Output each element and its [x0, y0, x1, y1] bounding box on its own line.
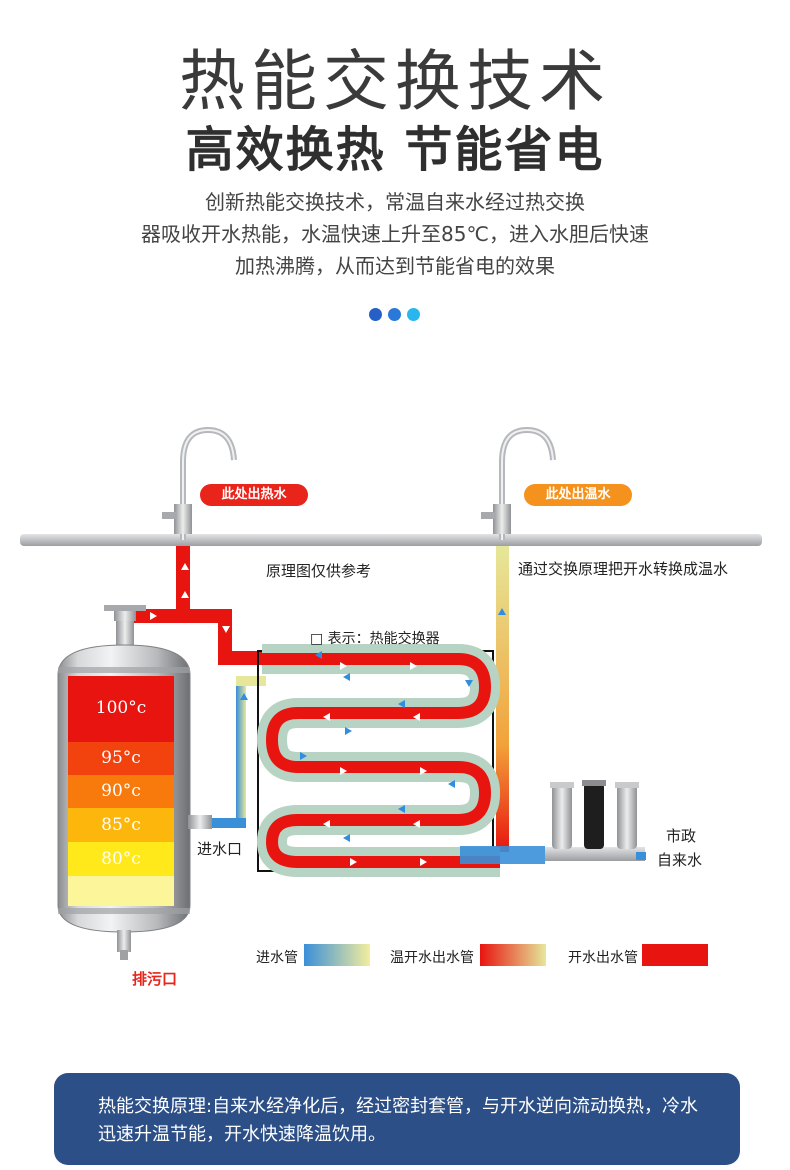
warm-water-outlet-pipe [496, 546, 509, 852]
legend-warm-swatch [480, 944, 546, 966]
countertop [20, 534, 762, 546]
temp-band-80 [68, 842, 174, 876]
temp-band-85 [68, 808, 174, 842]
water-purifier [545, 780, 646, 861]
legend-warm-label: 温开水出水管 [390, 950, 474, 966]
dot-1 [369, 308, 382, 321]
page-title: 热能交换技术 [179, 43, 611, 120]
temp-label-85: 85°c [101, 815, 141, 835]
description-line: 器吸收开水热能，水温快速上升至85℃，进入水胆后快速 [141, 222, 649, 246]
hot-water-label: 此处出热水 [200, 484, 308, 506]
legend-boil-swatch [642, 944, 708, 966]
description-line: 加热沸腾，从而达到节能省电的效果 [235, 254, 555, 278]
hot-water-faucet [162, 426, 237, 540]
warm-water-label: 此处出温水 [524, 484, 632, 506]
temp-band-90 [68, 775, 174, 808]
warm-water-faucet [481, 426, 556, 540]
drain-label: 排污口 [132, 970, 178, 988]
decorative-dots [369, 308, 420, 321]
page-subtitle: 高效换热 节能省电 [185, 122, 605, 178]
exchanger-label: □ 表示：热能交换器 [310, 631, 440, 647]
temp-label-100: 100°c [95, 698, 147, 718]
principle-note: 原理图仅供参考 [266, 562, 372, 580]
exchanger-coil [256, 644, 545, 877]
municipal-label-1: 市政 [666, 827, 697, 845]
flow-arrows [150, 563, 427, 866]
exchange-note: 通过交换原理把开水转换成温水 [518, 560, 729, 578]
footer-text: 热能交换原理:自来水经净化后，经过密封套管，与开水逆向流动换热，冷水迅速升温节能… [98, 1096, 699, 1145]
description-line: 创新热能交换技术，常温自来水经过热交换 [205, 190, 585, 214]
inlet-pipe [210, 676, 266, 828]
temp-label-95: 95°c [101, 748, 141, 768]
municipal-label-2: 自来水 [657, 851, 703, 869]
description: 创新热能交换技术，常温自来水经过热交换 器吸收开水热能，水温快速上升至85℃，进… [95, 186, 695, 282]
legend-boil-label: 开水出水管 [568, 950, 638, 966]
legend-inlet-swatch [304, 944, 370, 966]
temp-band-95 [68, 742, 174, 775]
cold-flow-arrows [240, 608, 506, 842]
temp-band-100 [68, 676, 174, 742]
boiling-water-outlet-pipe [134, 546, 266, 665]
dot-3 [407, 308, 420, 321]
footer-panel: 热能交换原理:自来水经净化后，经过密封套管，与开水逆向流动换热，冷水迅速升温节能… [54, 1073, 740, 1165]
temp-label-80: 80°c [101, 849, 141, 869]
legend-inlet-label: 进水管 [256, 950, 298, 966]
inlet-label: 进水口 [197, 840, 243, 858]
temp-label-90: 90°c [101, 781, 141, 801]
dot-2 [388, 308, 401, 321]
temp-band-bottom [68, 876, 174, 906]
